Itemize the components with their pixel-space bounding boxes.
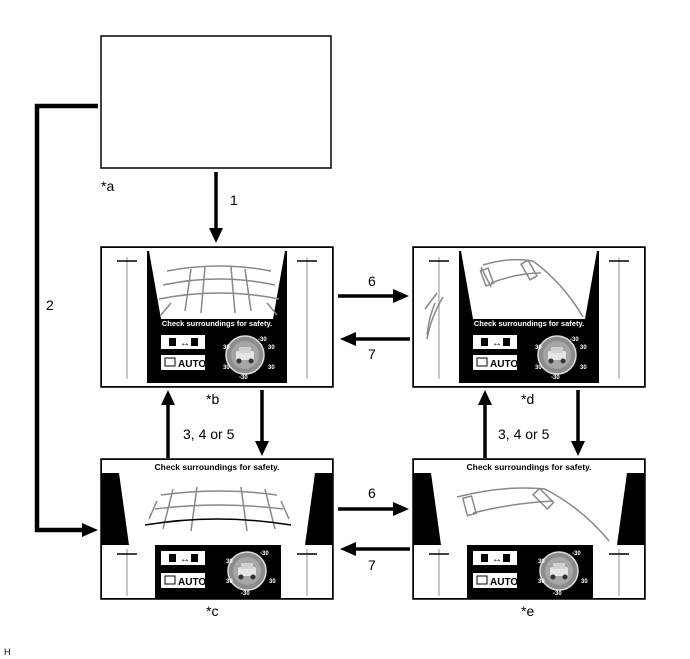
screen-d-deg-6: -30 [551,375,560,381]
arrow-1-label: 1 [230,192,238,208]
arrow-2 [34,103,98,537]
screen-d-message: Check surroundings for safety. [474,319,584,328]
screen-c: Check surroundings for safety. AUTO 30 -… [100,458,334,600]
arrow-7-bottom [340,542,410,556]
screen-e-deg-1: 30 [538,559,545,565]
screen-b: Check surroundings for safety. AUTO 30 -… [100,246,334,388]
screen-d-auto-button[interactable]: AUTO [490,359,518,370]
screen-e-label: *e [521,603,534,619]
screen-d-deg-2: -30 [570,337,579,343]
screen-a [100,35,332,169]
screen-e-deg-2: -30 [572,551,581,557]
screen-a-label: *a [101,178,114,194]
screen-d: Check surroundings for safety. AUTO 30 -… [412,246,646,388]
screen-b-deg-3: 30 [268,345,275,351]
arrow-1 [209,172,223,243]
screen-e-deg-4: 30 [581,579,588,585]
screen-b-deg-1: 30 [223,345,230,351]
screen-d-label: *d [521,391,534,407]
screen-d-deg-5: 30 [580,365,587,371]
screen-b-message: Check surroundings for safety. [162,319,272,328]
arrow-d-e-label: 3, 4 or 5 [498,426,550,442]
screen-c-deg-5: -30 [241,591,250,597]
arrow-2-label: 2 [46,297,54,313]
arrow-7-top [340,332,410,346]
screen-d-deg-3: 30 [580,345,587,351]
screen-c-deg-2: -30 [260,551,269,557]
screen-c-deg-1: 30 [226,559,233,565]
arrow-7-top-label: 7 [368,346,376,362]
screen-e: Check surroundings for safety. AUTO 30 -… [412,458,646,600]
corner-mark: H [4,647,11,657]
screen-b-deg-4: 30 [223,365,230,371]
arrow-7-bottom-label: 7 [368,557,376,573]
screen-e-deg-5: -30 [553,591,562,597]
screen-b-label: *b [206,391,219,407]
screen-e-auto-button[interactable]: AUTO [490,577,518,588]
arrow-6-bottom-label: 6 [368,485,376,501]
arrow-6-top [338,289,409,303]
arrow-e-to-d [478,390,492,458]
screen-e-deg-3: 30 [538,579,545,585]
screen-b-deg-5: 30 [268,365,275,371]
arrow-6-top-label: 6 [368,273,376,289]
screen-c-label: *c [206,603,218,619]
screen-d-deg-1: 30 [535,345,542,351]
screen-b-deg-2: -30 [258,337,267,343]
arrow-6-bottom [338,502,409,516]
screen-c-auto-button[interactable]: AUTO [178,577,206,588]
screen-c-deg-3: 30 [226,579,233,585]
screen-b-auto-button[interactable]: AUTO [178,359,206,370]
arrow-c-to-b [161,390,175,458]
screen-c-deg-4: 30 [269,579,276,585]
arrow-b-c-label: 3, 4 or 5 [183,426,235,442]
screen-d-deg-4: 30 [535,365,542,371]
arrow-d-to-e [571,390,585,456]
screen-e-message: Check surroundings for safety. [466,462,591,472]
arrow-b-to-c [255,390,269,456]
screen-b-deg-6: -30 [239,375,248,381]
screen-c-message: Check surroundings for safety. [154,462,279,472]
